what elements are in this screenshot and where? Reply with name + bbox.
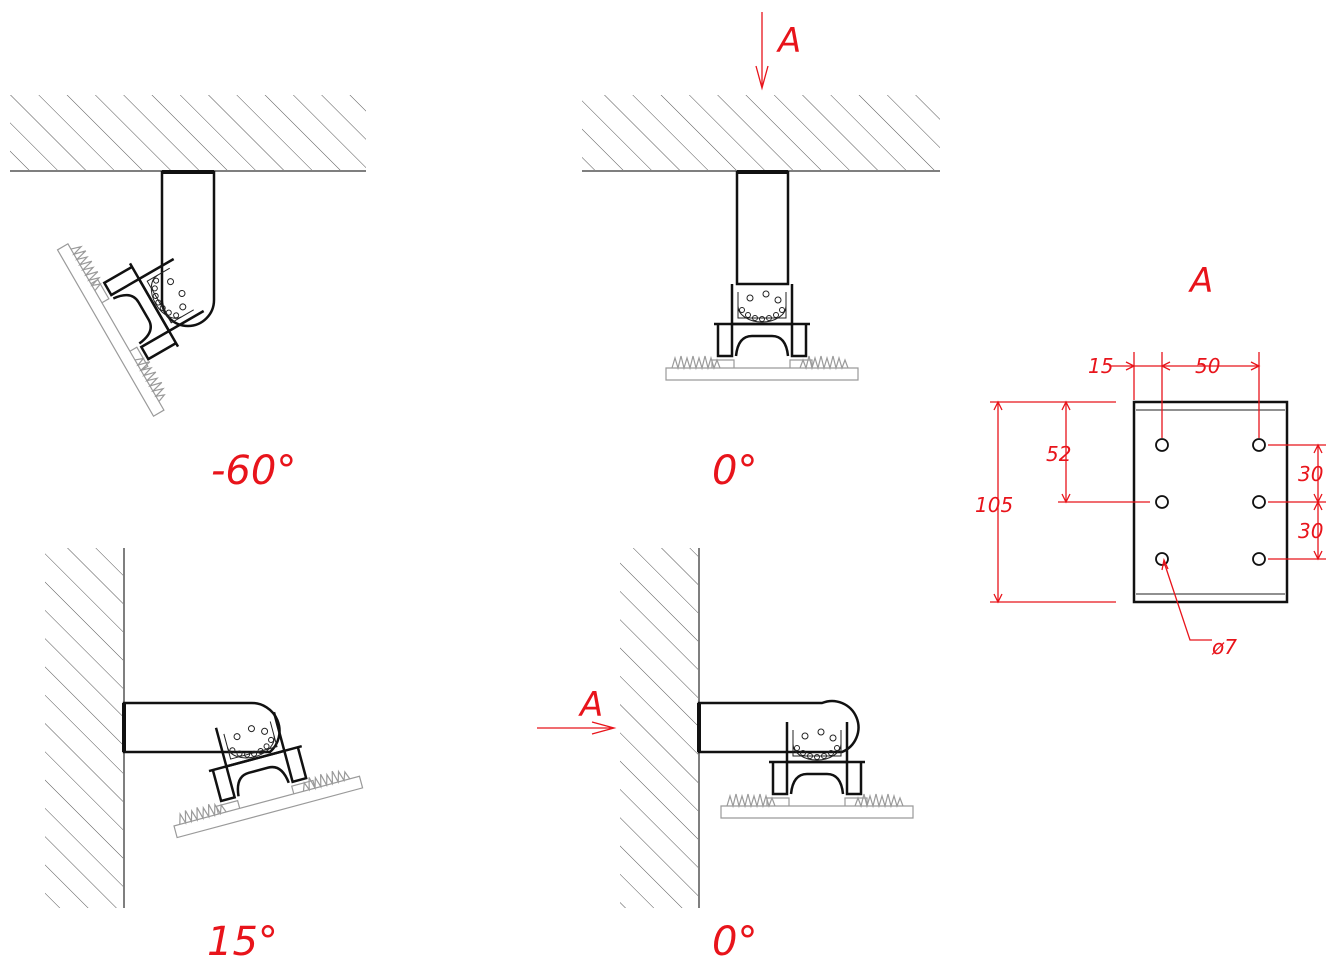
view-wall-straight	[537, 548, 915, 908]
arm-tube-3	[122, 701, 281, 754]
view-wall-tilted	[45, 548, 364, 908]
diameter-leader	[1163, 561, 1212, 641]
lamp-tilted-15	[151, 693, 364, 839]
arm-tube	[160, 170, 216, 328]
detail-a-plate	[990, 352, 1326, 641]
hole-2	[1155, 495, 1169, 509]
hole-1	[1155, 438, 1169, 452]
lamp-tilted-minus60	[56, 200, 238, 418]
arm-tube-2	[735, 170, 790, 286]
dim-hole-spacing-y-1: 30	[1298, 462, 1323, 486]
view-ceiling-straight	[582, 12, 940, 382]
angle-label-0-ceiling: 0°	[712, 448, 757, 494]
ceiling-hatch	[10, 95, 366, 170]
dim-hole-spacing-y-2: 30	[1298, 519, 1323, 543]
detail-a-title: A	[1188, 261, 1213, 301]
lamp-straight-ceiling	[664, 282, 860, 382]
angle-label-15: 15°	[207, 919, 278, 962]
dim-vertical-offset: 52	[1046, 442, 1071, 466]
view-ceiling-tilted	[10, 95, 366, 418]
angle-label-minus60: -60°	[211, 448, 296, 494]
lamp-straight-wall	[719, 720, 915, 820]
dim-hole-diameter: ø7	[1211, 635, 1237, 659]
angle-label-0-wall: 0°	[712, 919, 757, 962]
hole-6	[1252, 552, 1266, 566]
dim-left-offset: 15	[1088, 354, 1113, 378]
arm-tube-4	[697, 699, 860, 754]
hole-5	[1252, 495, 1266, 509]
wall-hatch-2	[620, 548, 698, 908]
wall-hatch	[45, 548, 123, 908]
dim-plate-height: 105	[975, 493, 1013, 517]
hole-3	[1155, 552, 1169, 566]
ceiling-hatch-2	[582, 95, 940, 170]
dim-hole-spacing-x: 50	[1195, 354, 1220, 378]
view-marker-a-side: A	[578, 685, 603, 725]
hole-4	[1252, 438, 1266, 452]
plate-outline	[1132, 400, 1289, 604]
view-marker-a-top: A	[776, 21, 801, 61]
